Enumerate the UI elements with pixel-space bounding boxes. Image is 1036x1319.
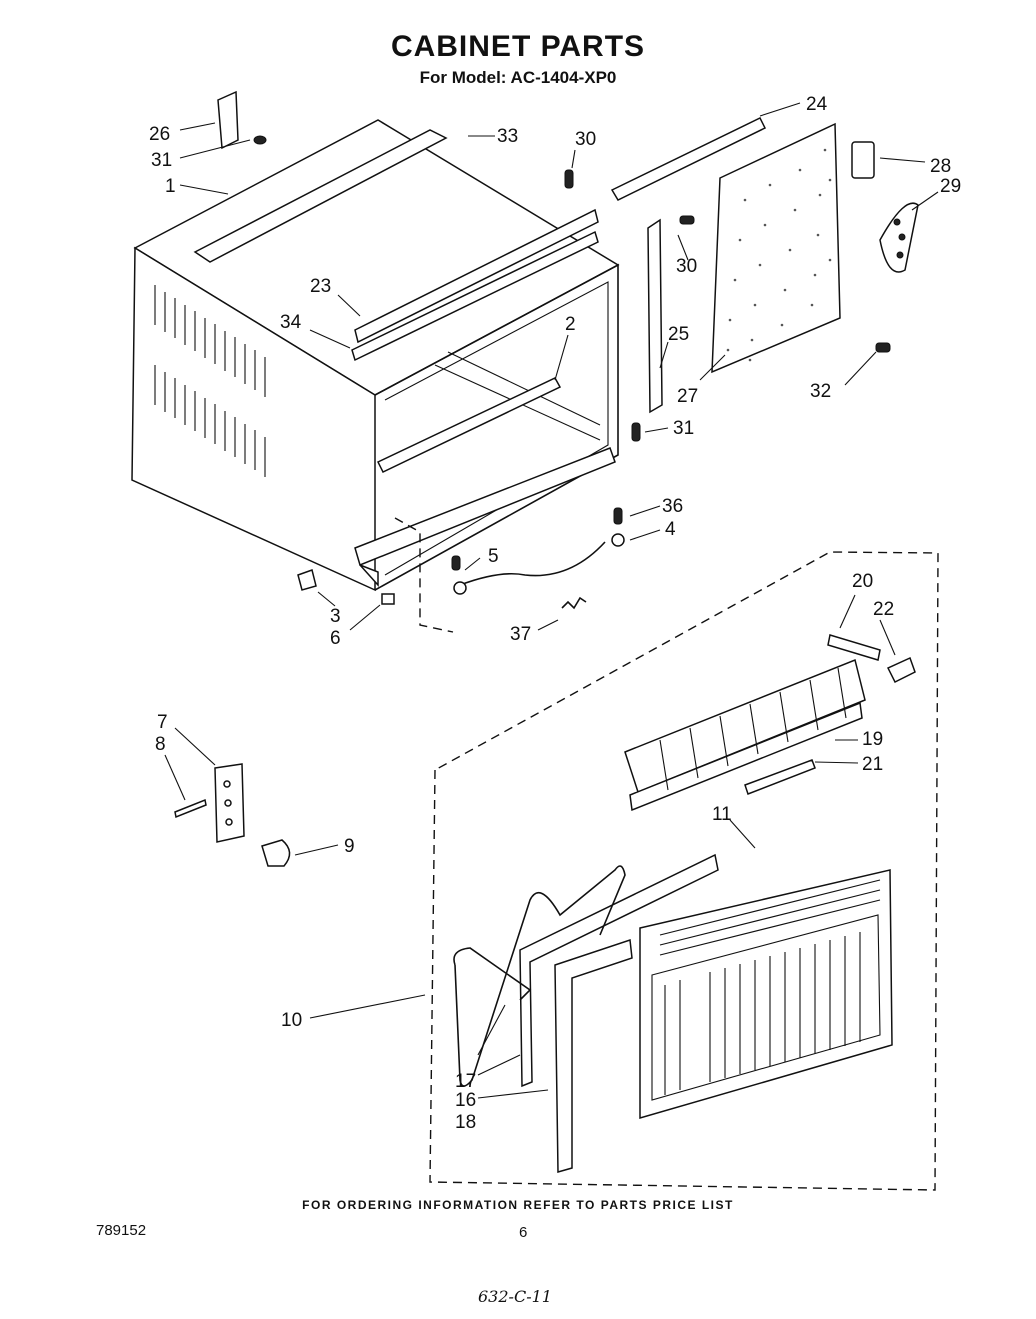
- front-grille: [639, 869, 893, 1119]
- page-title: CABINET PARTS: [390, 30, 646, 63]
- interior-seal-strip: [376, 377, 562, 473]
- air-filter: [519, 853, 719, 1088]
- callout-2: 2: [565, 314, 576, 335]
- filter-retainer-wire: [453, 865, 626, 1087]
- callout-28: 28: [930, 156, 951, 177]
- screw-32: [875, 342, 891, 353]
- callout-34: 34: [280, 312, 302, 333]
- callout-31-lower: 31: [673, 418, 694, 439]
- callout-20: 20: [852, 571, 873, 592]
- callout-37: 37: [510, 624, 531, 645]
- callout-10: 10: [281, 1010, 302, 1031]
- callout-33: 33: [497, 126, 518, 147]
- callout-25: 25: [668, 324, 689, 345]
- callout-19: 19: [862, 729, 883, 750]
- upper-channel-strip: [354, 208, 599, 344]
- callout-4: 4: [665, 519, 676, 540]
- lever-clip: [886, 656, 916, 684]
- callout-16: 16: [455, 1090, 476, 1111]
- callout-23: 23: [310, 276, 331, 297]
- screw-30-side: [679, 215, 695, 225]
- foam-block: [851, 141, 875, 179]
- callout-30-top: 30: [575, 129, 596, 150]
- callout-24: 24: [806, 94, 828, 115]
- callout-7: 7: [157, 712, 168, 733]
- top-filler-strip: [610, 117, 767, 201]
- ground-wire-assembly: [451, 507, 625, 610]
- side-curtain-channel: [647, 218, 663, 414]
- callout-36: 36: [662, 496, 683, 517]
- callout-5: 5: [488, 546, 499, 567]
- page-number: 6: [519, 1224, 528, 1241]
- screw-31-lower: [631, 422, 641, 442]
- callout-17: 17: [455, 1071, 476, 1092]
- callout-31-top: 31: [151, 150, 172, 171]
- callout-22: 22: [873, 599, 894, 620]
- mounting-bracket-with-screws: [879, 202, 919, 273]
- document-number: 789152: [96, 1222, 147, 1239]
- callout-9: 9: [344, 836, 355, 857]
- top-seal-strip: [193, 129, 448, 263]
- air-louver-assembly: [624, 658, 866, 812]
- callout-21: 21: [862, 754, 883, 775]
- callout-30-side: 30: [676, 256, 697, 277]
- louver-lever: [827, 634, 881, 661]
- top-bracket: [217, 90, 239, 150]
- handwritten-note: 632-C-11: [478, 1287, 552, 1306]
- louver-link: [744, 759, 816, 795]
- callout-11: 11: [712, 804, 732, 825]
- callout-32: 32: [810, 381, 831, 402]
- gasket-strip: [351, 230, 599, 362]
- control-shaft: [174, 798, 207, 819]
- callout-18: 18: [455, 1112, 476, 1133]
- callout-6: 6: [330, 628, 341, 649]
- screw-30-top: [564, 169, 574, 189]
- foam-side-panel: [711, 122, 841, 374]
- mounting-clip: [297, 569, 317, 591]
- ordering-note: FOR ORDERING INFORMATION REFER TO PARTS …: [302, 1198, 734, 1212]
- control-knob: [261, 839, 291, 867]
- callout-8: 8: [155, 734, 166, 755]
- callout-29: 29: [940, 176, 961, 197]
- nut: [381, 593, 395, 605]
- callout-27: 27: [677, 386, 698, 407]
- front-assembly-boundary: [429, 551, 939, 1191]
- callout-26: 26: [149, 124, 170, 145]
- cabinet-shell: [131, 119, 620, 592]
- callout-3: 3: [330, 606, 341, 627]
- model-subtitle: For Model: AC-1404-XP0: [419, 68, 617, 87]
- callout-1: 1: [165, 176, 176, 197]
- grille-frame: [554, 938, 633, 1173]
